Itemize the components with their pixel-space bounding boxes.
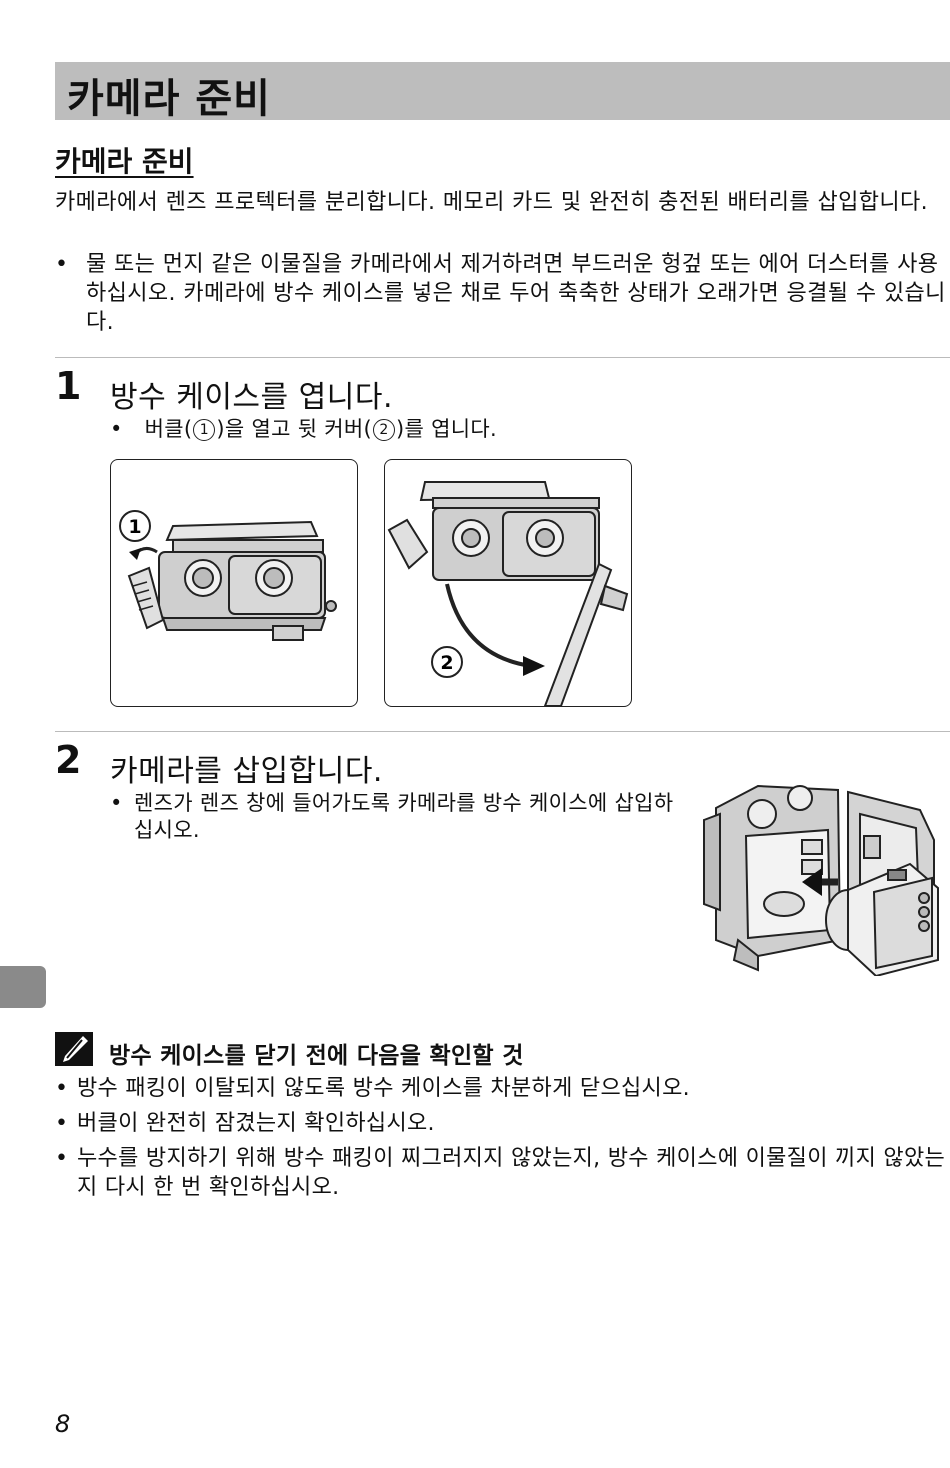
pencil-note-icon [55,1032,93,1066]
step-1-number: 1 [55,364,82,408]
callout-1: 1 [128,516,141,538]
divider [55,731,950,732]
note-item-text: 누수를 방지하기 위해 방수 패킹이 찌그러지지 않았는지, 방수 케이스에 이… [77,1146,946,1200]
intro-bullet: • 물 또는 먼지 같은 이물질을 카메라에서 제거하려면 부드러운 헝겊 또는… [55,250,950,337]
bullet-glyph: • [110,417,123,441]
step-2-number: 2 [55,738,82,782]
step-2-text: 렌즈가 렌즈 창에 들어가도록 카메라를 방수 케이스에 삽입하십시오. [134,791,674,842]
intro-bullet-text: 물 또는 먼지 같은 이물질을 카메라에서 제거하려면 부드러운 헝겊 또는 에… [86,252,946,335]
step-2-title: 카메라를 삽입합니다. [110,754,383,789]
note-item: • 방수 패킹이 이탈되지 않도록 방수 케이스를 차분하게 닫으십시오. [55,1074,950,1103]
bullet-glyph: • [110,791,123,815]
note-list: • 방수 패킹이 이탈되지 않도록 방수 케이스를 차분하게 닫으십시오. • … [55,1074,950,1202]
step-1-text-c: )를 엽니다. [396,417,497,441]
case-buckle-drawing: 1 [119,510,337,641]
callout-2-inline: 2 [373,419,396,441]
page-number: 8 [55,1410,71,1438]
note-item: • 버클이 완전히 잠겼는지 확인하십시오. [55,1109,950,1138]
step-1-text-a: 버클( [144,417,193,441]
section-title: 카메라 준비 [55,145,194,178]
step-1-text-b: )을 열고 뒷 커버( [216,417,373,441]
bullet-glyph: • [55,1111,69,1136]
note-title: 방수 케이스를 닫기 전에 다음을 확인할 것 [109,1043,524,1069]
chapter-header: 카메라 준비 [55,62,950,122]
intro-paragraph: 카메라에서 렌즈 프로텍터를 분리합니다. 메모리 카드 및 완전히 충전된 배… [55,190,929,215]
note-item: • 누수를 방지하기 위해 방수 패킹이 찌그러지지 않았는지, 방수 케이스에… [55,1144,950,1202]
bullet-glyph: • [55,1076,69,1101]
case-cover-drawing: 2 [387,481,629,706]
callout-2: 2 [440,652,453,674]
illustration-open-buckle: 1 [110,459,358,707]
step-1-bullet: • 버클(1)을 열고 뒷 커버(2)를 엽니다. [110,416,497,443]
callout-1-inline: 1 [193,419,216,441]
note-item-text: 버클이 완전히 잠겼는지 확인하십시오. [77,1111,435,1136]
step-1-title: 방수 케이스를 엽니다. [110,380,394,415]
step-2-bullet: • 렌즈가 렌즈 창에 들어가도록 카메라를 방수 케이스에 삽입하십시오. [110,790,685,844]
bullet-glyph: • [55,252,69,277]
note-item-text: 방수 패킹이 이탈되지 않도록 방수 케이스를 차분하게 닫으십시오. [77,1076,690,1101]
illustration-open-cover: 2 [384,459,632,707]
divider [55,357,950,358]
chapter-side-tab [0,966,46,1008]
illustration-insert-camera [698,780,944,978]
chapter-title: 카메라 준비 [67,76,271,122]
camera-insert-drawing [703,784,939,978]
bullet-glyph: • [55,1146,69,1171]
note-section: 방수 케이스를 닫기 전에 다음을 확인할 것 • 방수 패킹이 이탈되지 않도… [55,1030,950,1208]
